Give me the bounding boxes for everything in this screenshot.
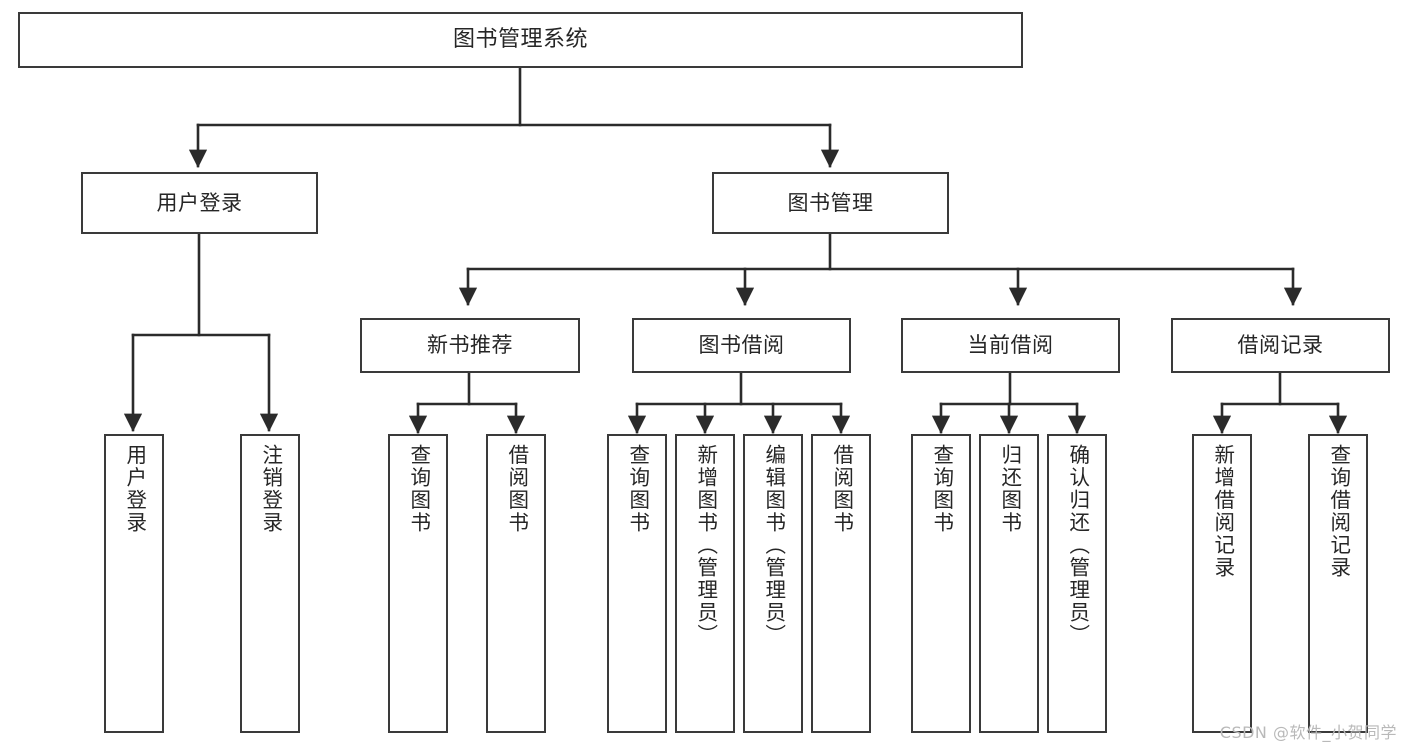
node-label: 图书管理 — [787, 190, 874, 215]
node-current-borrow[interactable]: 当前借阅 — [901, 318, 1120, 373]
node-label: 图书管理系统 — [452, 27, 588, 53]
node-label: 新增借阅记录 — [1210, 444, 1235, 579]
leaf-user-login-logout[interactable]: 注销登录 — [240, 434, 300, 733]
leaf-new-book-query-book[interactable]: 查询图书 — [388, 434, 448, 733]
leaf-borrow-record-query-record[interactable]: 查询借阅记录 — [1308, 434, 1368, 733]
leaf-book-borrow-edit-book-admin[interactable]: 编辑图书（管理员） — [743, 434, 803, 733]
node-label: 查询图书 — [929, 444, 954, 534]
node-label: 确认归还（管理员） — [1065, 444, 1090, 647]
node-label: 查询图书 — [625, 444, 650, 534]
node-label: 借阅记录 — [1237, 333, 1324, 358]
leaf-borrow-record-add-record[interactable]: 新增借阅记录 — [1192, 434, 1252, 733]
leaf-current-borrow-return-book[interactable]: 归还图书 — [979, 434, 1039, 733]
node-book-borrow[interactable]: 图书借阅 — [632, 318, 851, 373]
leaf-book-borrow-add-book-admin[interactable]: 新增图书（管理员） — [675, 434, 735, 733]
node-label: 新书推荐 — [427, 333, 513, 358]
node-label: 新增图书（管理员） — [693, 444, 718, 647]
node-label: 编辑图书（管理员） — [761, 444, 786, 647]
node-user-login[interactable]: 用户登录 — [81, 172, 318, 234]
node-label: 查询借阅记录 — [1326, 444, 1351, 579]
node-book-management[interactable]: 图书管理 — [712, 172, 949, 234]
node-book-management-system[interactable]: 图书管理系统 — [18, 12, 1023, 68]
leaf-user-login-login[interactable]: 用户登录 — [104, 434, 164, 733]
node-label: 当前借阅 — [967, 333, 1054, 358]
node-label: 查询图书 — [406, 444, 431, 534]
leaf-current-borrow-query-book[interactable]: 查询图书 — [911, 434, 971, 733]
node-label: 注销登录 — [258, 444, 283, 534]
node-label: 借阅图书 — [829, 444, 854, 534]
node-new-book-recommend[interactable]: 新书推荐 — [360, 318, 580, 373]
node-label: 用户登录 — [122, 444, 147, 534]
leaf-new-book-borrow-book[interactable]: 借阅图书 — [486, 434, 546, 733]
node-label: 归还图书 — [997, 444, 1022, 534]
leaf-current-borrow-confirm-return-admin[interactable]: 确认归还（管理员） — [1047, 434, 1107, 733]
node-label: 借阅图书 — [504, 444, 529, 534]
node-label: 图书借阅 — [698, 333, 785, 358]
leaf-book-borrow-query-book[interactable]: 查询图书 — [607, 434, 667, 733]
node-borrow-record[interactable]: 借阅记录 — [1171, 318, 1390, 373]
leaf-book-borrow-borrow-book[interactable]: 借阅图书 — [811, 434, 871, 733]
node-label: 用户登录 — [156, 190, 243, 215]
